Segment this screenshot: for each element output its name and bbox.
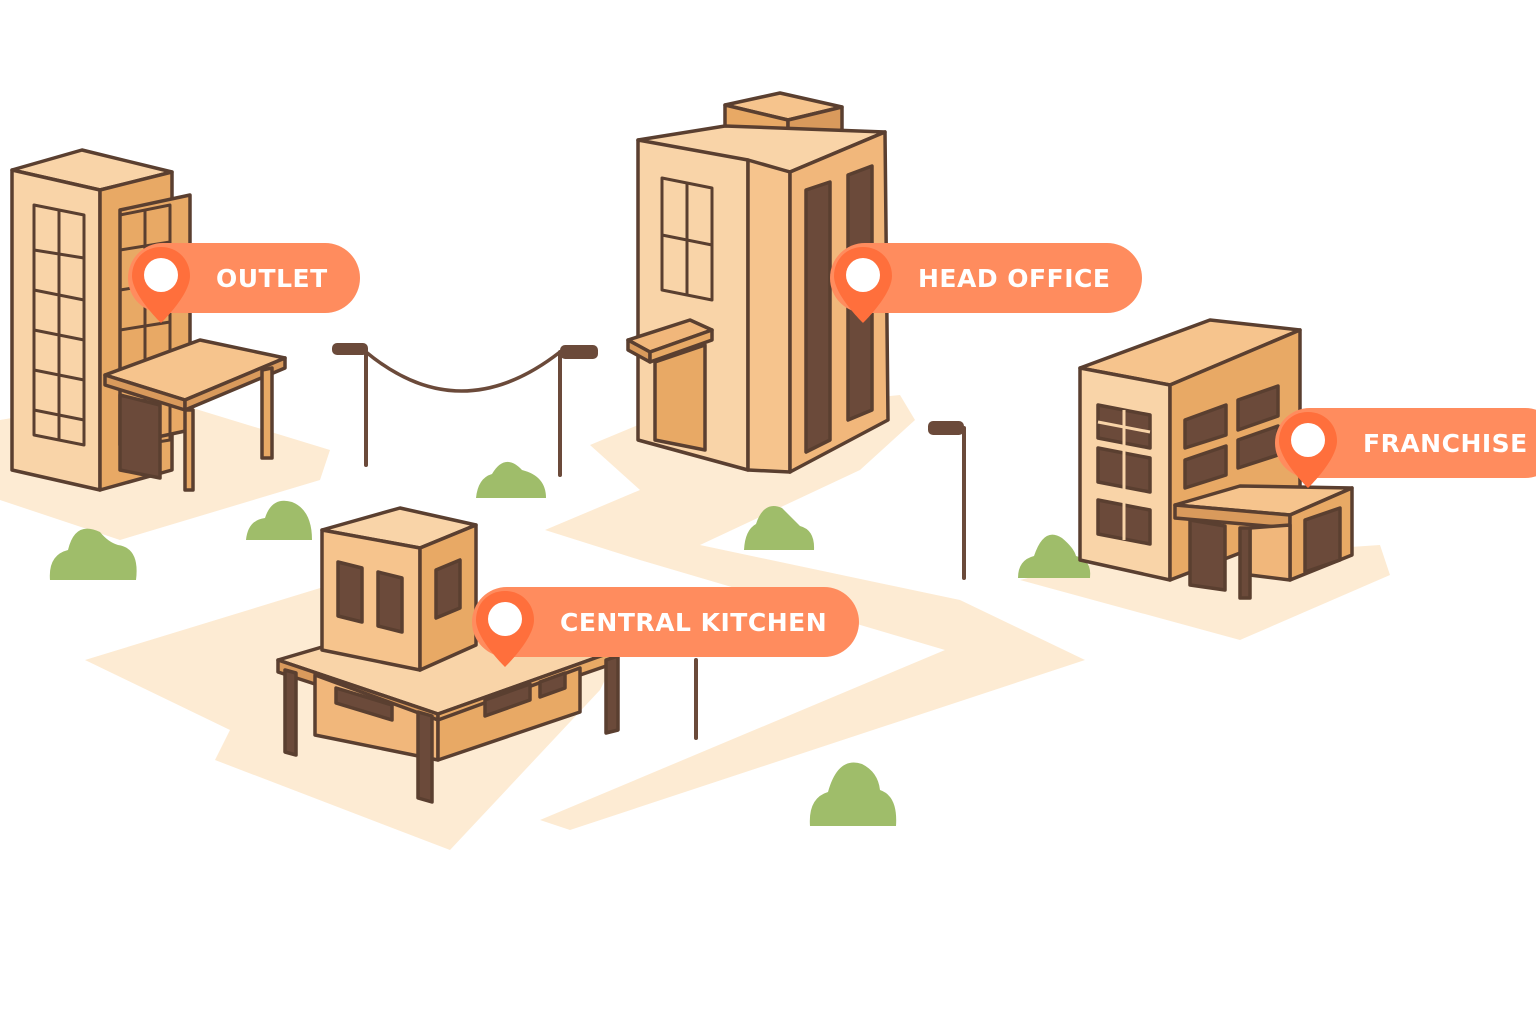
head-office-label: HEAD OFFICE: [918, 263, 1111, 293]
outlet-location-tag[interactable]: OUTLET: [128, 243, 360, 323]
head-office-location-tag[interactable]: HEAD OFFICE: [830, 243, 1143, 323]
franchise-building: [1078, 318, 1354, 600]
central-kitchen-label: CENTRAL KITCHEN: [560, 607, 828, 637]
map-pin-icon: [132, 247, 190, 323]
central-kitchen-location-tag[interactable]: CENTRAL KITCHEN: [472, 587, 860, 667]
street-lamps: [364, 348, 966, 740]
map-pin-icon: [476, 591, 534, 667]
franchise-label: FRANCHISE: [1363, 428, 1528, 458]
map-pin-icon: [834, 247, 892, 323]
map-pin-icon: [1279, 412, 1337, 488]
outlet-building: [10, 148, 287, 492]
bushes: [49, 461, 1091, 826]
lamp-heads: [332, 343, 964, 435]
outlet-label: OUTLET: [216, 263, 328, 293]
franchise-location-tag[interactable]: FRANCHISE: [1275, 408, 1536, 488]
